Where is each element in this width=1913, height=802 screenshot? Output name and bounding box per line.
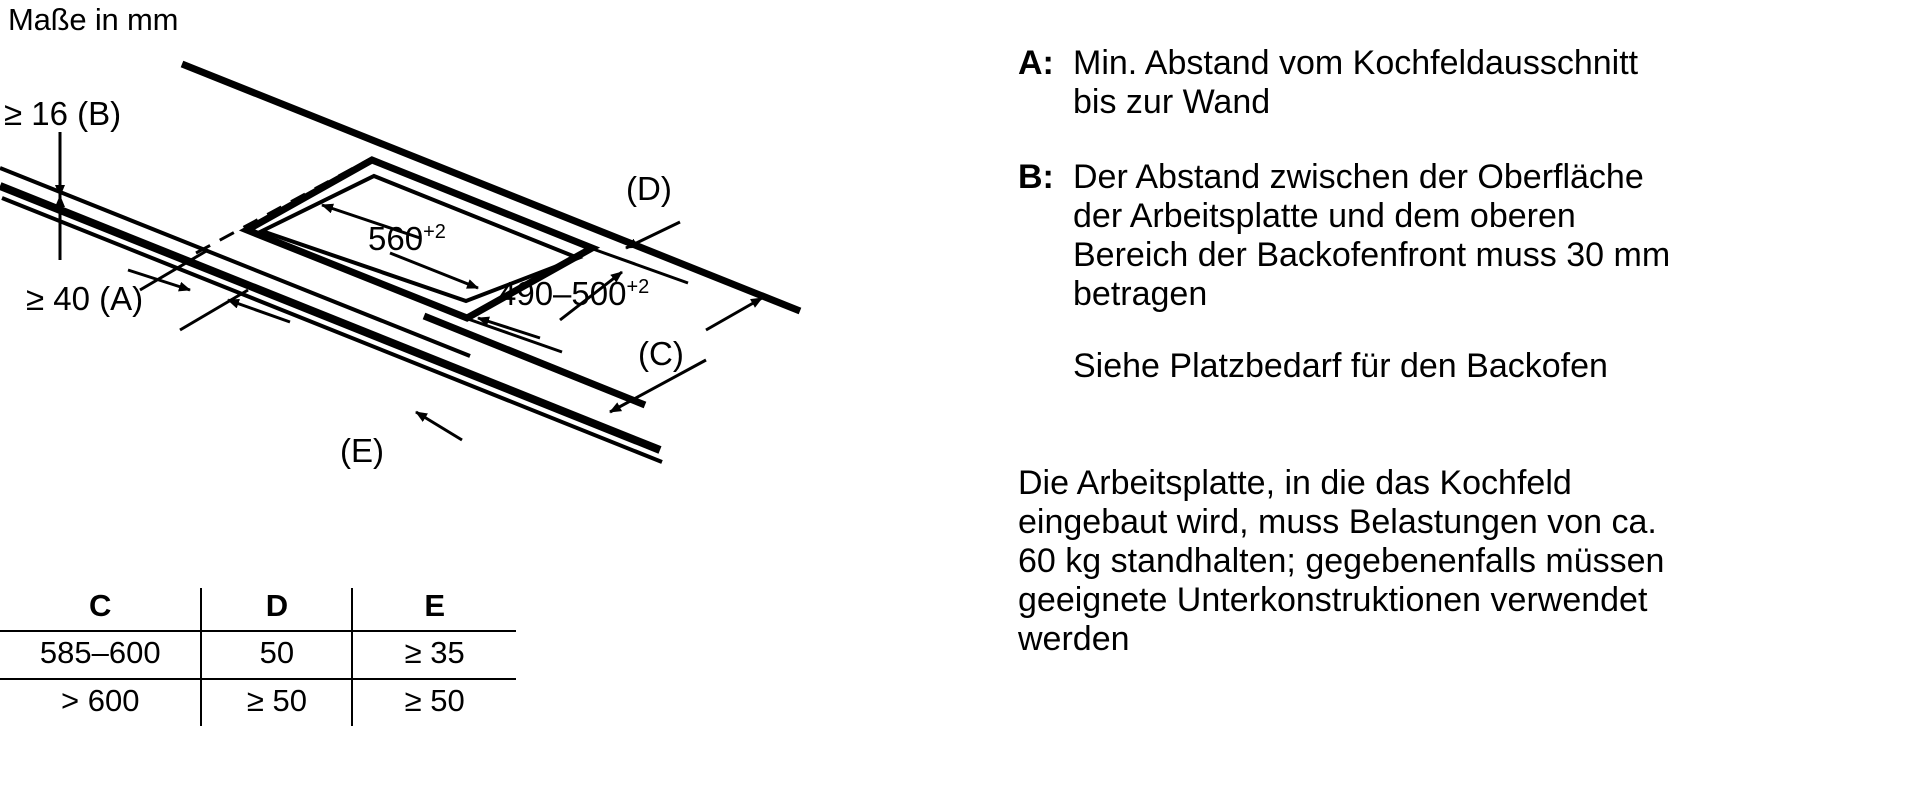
table-cell-d: 50 bbox=[200, 631, 353, 679]
table-cell-c: > 600 bbox=[61, 683, 140, 718]
legend-b-line: der Arbeitsplatte und dem oberen bbox=[1073, 197, 1576, 235]
dimension-cutout-width bbox=[321, 203, 479, 290]
worktop-load-note: Die Arbeitsplatte, in die das Kochfeld e… bbox=[1018, 464, 1664, 659]
legend-key-b: B: bbox=[1018, 158, 1054, 196]
table-header-row: C D E bbox=[0, 588, 516, 631]
table-row: > 600 ≥ 50 ≥ 50 bbox=[0, 679, 516, 726]
legend-key-a: A: bbox=[1018, 44, 1054, 82]
legend-entry-a: A: Min. Abstand vom Kochfeldausschnitt b… bbox=[1018, 44, 1638, 122]
dimension-table: C D E 585–600 50 ≥ 35 > 600 ≥ 50 ≥ 50 bbox=[0, 588, 516, 726]
callout-d: (D) bbox=[626, 170, 672, 207]
see-oven-space-note: Siehe Platzbedarf für den Backofen bbox=[1073, 347, 1608, 385]
legend-b-line: betragen bbox=[1073, 275, 1208, 313]
table-header-d: D bbox=[200, 588, 353, 631]
callout-e: (E) bbox=[340, 432, 384, 469]
installation-isometric-drawing: ≥ 16 (B) ≥ 40 (A) 560+2 bbox=[0, 60, 802, 469]
units-note: Maße in mm bbox=[8, 2, 179, 37]
load-note-line: werden bbox=[1018, 620, 1130, 658]
load-note-line: Die Arbeitsplatte, in die das Kochfeld bbox=[1018, 464, 1572, 502]
legend-panel: A: Min. Abstand vom Kochfeldausschnitt b… bbox=[1018, 0, 1913, 802]
table-row: 585–600 50 ≥ 35 bbox=[0, 631, 516, 679]
label-cutout-depth: 490–500+2 bbox=[498, 275, 649, 312]
legend-body-b: Der Abstand zwischen der Oberfläche der … bbox=[1073, 158, 1670, 314]
dimension-cutout-depth bbox=[467, 247, 689, 354]
legend-body-a: Min. Abstand vom Kochfeldausschnitt bis … bbox=[1073, 44, 1638, 122]
label-b-clearance: ≥ 16 (B) bbox=[4, 95, 121, 132]
callout-c-leaders bbox=[609, 296, 763, 414]
table-header-e: E bbox=[351, 588, 516, 631]
back-wall-lines bbox=[180, 60, 802, 409]
callout-c: (C) bbox=[638, 335, 684, 372]
dimension-a-clearance bbox=[127, 248, 291, 332]
worktop-edges bbox=[0, 166, 663, 464]
load-note-line: eingebaut wird, muss Belastungen von ca. bbox=[1018, 503, 1657, 541]
callout-d-leader bbox=[625, 220, 681, 250]
legend-a-line: Min. Abstand vom Kochfeldausschnitt bbox=[1073, 44, 1639, 82]
legend-entry-b: B: Der Abstand zwischen der Oberfläche d… bbox=[1018, 158, 1670, 314]
load-note-line: geeignete Unterkonstruktionen verwendet bbox=[1018, 581, 1648, 619]
diagram-panel: Maße in mm bbox=[0, 2, 802, 726]
callout-e-leader bbox=[415, 410, 463, 442]
legend-b-line: Bereich der Backofenfront muss 30 mm bbox=[1073, 236, 1671, 274]
load-note-line: 60 kg standhalten; gegebenenfalls müssen bbox=[1018, 542, 1665, 580]
hob-cutout bbox=[238, 156, 601, 322]
label-cutout-width: 560+2 bbox=[368, 220, 446, 257]
legend-b-line: Der Abstand zwischen der Oberfläche bbox=[1073, 158, 1644, 196]
table-header-c: C bbox=[89, 588, 112, 623]
table-cell-e: ≥ 35 bbox=[351, 631, 516, 679]
label-a-clearance: ≥ 40 (A) bbox=[26, 280, 143, 317]
table-cell-d: ≥ 50 bbox=[200, 679, 353, 726]
legend-a-line: bis zur Wand bbox=[1073, 83, 1271, 121]
table-cell-c: 585–600 bbox=[39, 635, 161, 670]
table-cell-e: ≥ 50 bbox=[351, 679, 516, 726]
